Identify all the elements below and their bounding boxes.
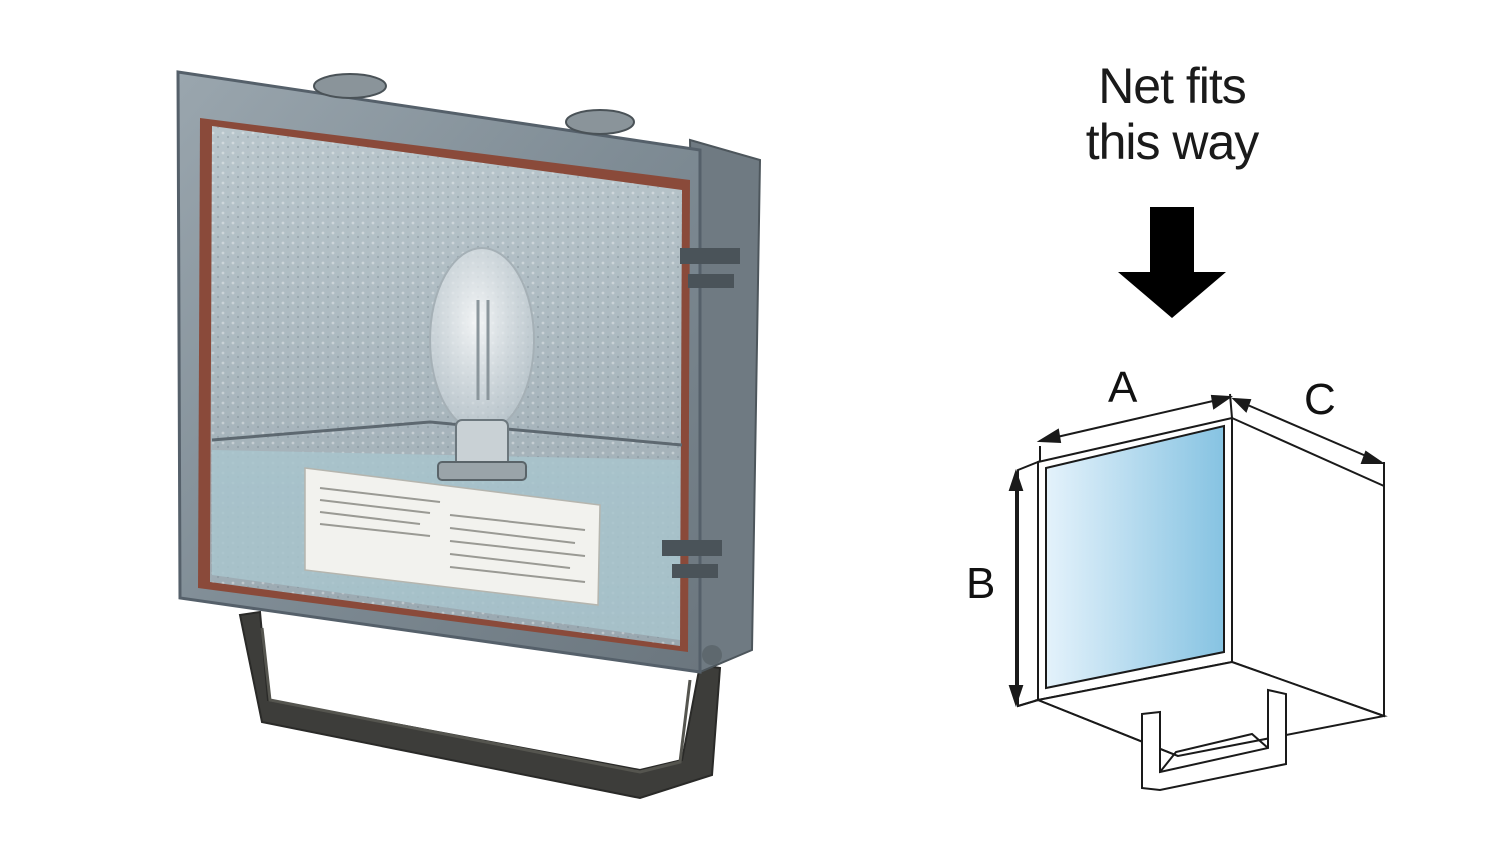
lamp-socket (437, 461, 527, 481)
floodlight-photo (176, 70, 762, 800)
diagram-bracket (1141, 688, 1287, 792)
dim-line-c (1235, 399, 1381, 463)
frame-screw (702, 645, 722, 665)
label-text-lines (319, 487, 586, 583)
dimension-label-b: B (966, 559, 995, 608)
caption-line-2: this way (1085, 114, 1260, 170)
dimension-label-a: A (1108, 363, 1138, 412)
glass-panel (1045, 424, 1225, 690)
dim-line-a (1043, 397, 1227, 441)
dimension-label-c: C (1304, 375, 1336, 424)
bracket-inner-shadow (260, 627, 692, 774)
lamp-base (455, 419, 509, 469)
reflector-horizon (211, 420, 683, 447)
instruction-caption: Net fits this way (1022, 58, 1322, 170)
cable-gland-right (565, 109, 635, 135)
arrow-down-icon (1118, 207, 1226, 318)
lamp-arc-tube (476, 300, 490, 400)
cable-gland-left (313, 73, 387, 99)
dimension-lines (1008, 393, 1386, 708)
lamp-bulb (429, 247, 535, 433)
label-sticker (304, 467, 601, 606)
side-clips (662, 248, 740, 578)
caption-line-1: Net fits (1098, 58, 1247, 114)
